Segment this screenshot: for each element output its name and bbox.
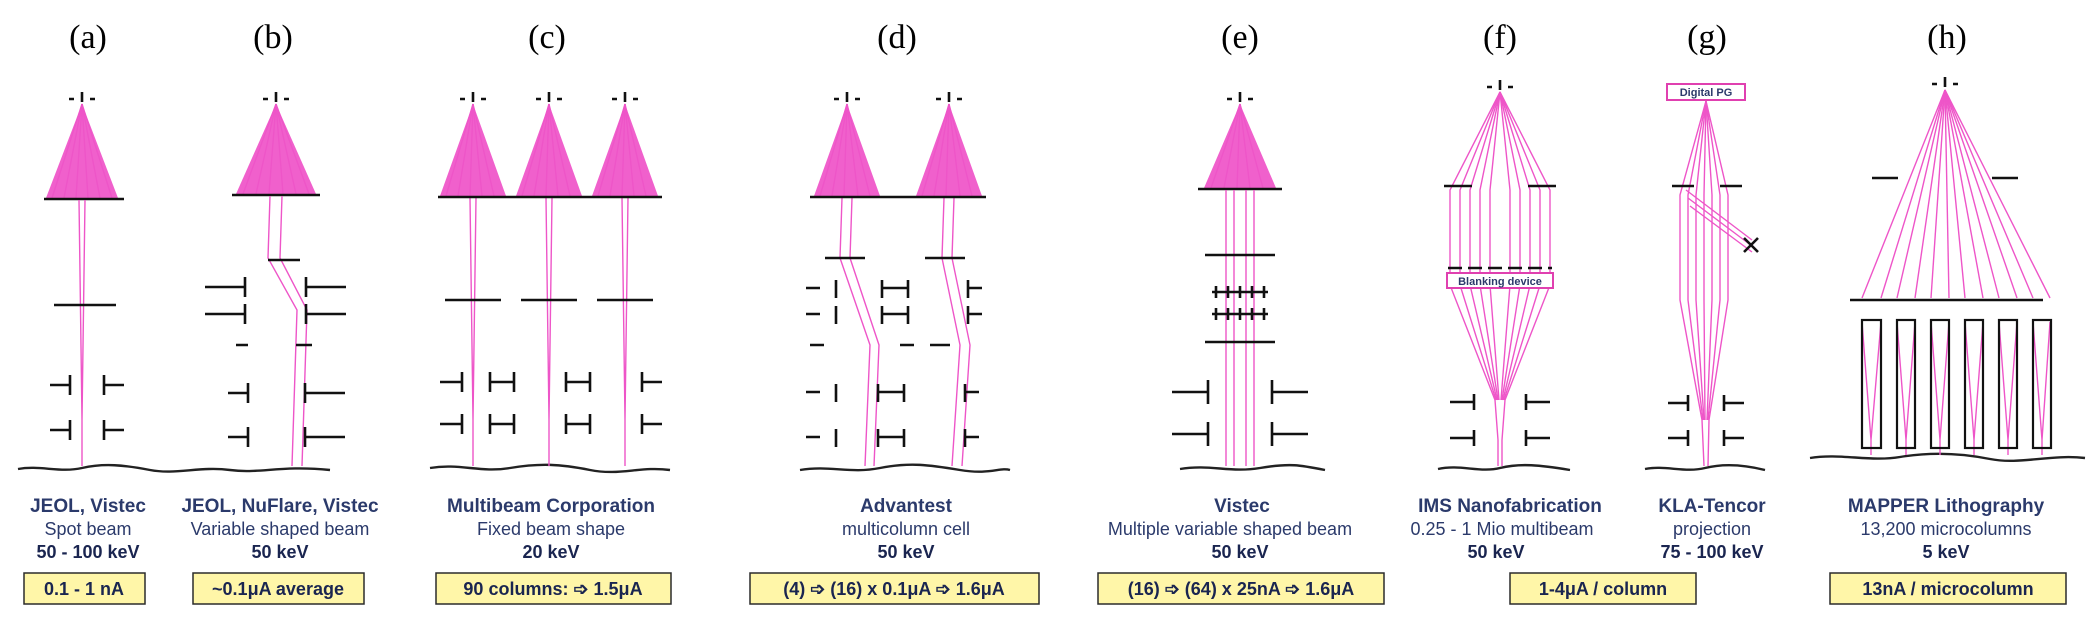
column-e bbox=[1172, 92, 1308, 466]
digital-pg-label-box bbox=[1666, 83, 1746, 101]
panel-d-current: (4) ➩ (16) x 0.1μA ➩ 1.6μA bbox=[783, 579, 1005, 599]
panel-a-current: 0.1 - 1 nA bbox=[44, 579, 124, 599]
wafer-e bbox=[1179, 463, 1326, 472]
panel-letter-a: (a) bbox=[69, 19, 107, 56]
panel-e-current: (16) ➩ (64) x 25nA ➩ 1.6μA bbox=[1128, 579, 1355, 599]
panel-h-current: 13nA / microcolumn bbox=[1862, 579, 2033, 599]
panel-b-current: ~0.1μA average bbox=[212, 579, 344, 599]
labels-d: Advantest multicolumn cell 50 keV (4) ➩ … bbox=[749, 496, 1040, 605]
panel-letter-h: (h) bbox=[1927, 19, 1967, 56]
panel-f-desc: 0.25 - 1 Mio multibeam bbox=[1410, 519, 1593, 539]
panel-h-kev: 5 keV bbox=[1922, 542, 1969, 562]
panel-b-current-box bbox=[192, 572, 365, 605]
beamlets-g bbox=[1679, 100, 1753, 467]
column-f: Blanking device bbox=[1444, 80, 1556, 466]
panel-f-kev: 50 keV bbox=[1467, 542, 1524, 562]
panel-d-name: Advantest bbox=[860, 496, 953, 517]
column-b bbox=[205, 92, 346, 467]
panel-letter-d: (d) bbox=[877, 19, 917, 56]
panel-fg-current-box bbox=[1509, 572, 1697, 605]
panel-a-name: JEOL, Vistec bbox=[30, 496, 146, 517]
panel-a-desc: Spot beam bbox=[44, 519, 131, 539]
panel-f-name: IMS Nanofabrication bbox=[1418, 496, 1602, 517]
panel-e-name: Vistec bbox=[1214, 496, 1270, 517]
panel-h-desc: 13,200 microcolumns bbox=[1860, 519, 2031, 539]
labels-e: Vistec Multiple variable shaped beam 50 … bbox=[1097, 496, 1385, 605]
panel-b-name: JEOL, NuFlare, Vistec bbox=[181, 496, 379, 517]
column-c-2 bbox=[516, 92, 582, 466]
panel-e-desc: Multiple variable shaped beam bbox=[1108, 519, 1352, 539]
blanking-device-label: Blanking device bbox=[1458, 276, 1542, 288]
column-a bbox=[44, 92, 124, 466]
column-d bbox=[806, 92, 986, 467]
panel-fg-current: 1-4μA / column bbox=[1539, 579, 1667, 599]
labels-b: JEOL, NuFlare, Vistec Variable shaped be… bbox=[181, 496, 379, 605]
wafer-g bbox=[1644, 463, 1766, 472]
panel-letter-c: (c) bbox=[528, 19, 566, 56]
panel-c-kev: 20 keV bbox=[522, 542, 579, 562]
wafer-d bbox=[799, 463, 1011, 473]
wafer-a-b bbox=[17, 463, 331, 473]
panel-h-current-box bbox=[1829, 572, 2067, 605]
column-d-2 bbox=[916, 92, 982, 467]
labels-c: Multibeam Corporation Fixed beam shape 2… bbox=[435, 496, 672, 605]
digital-pg-label: Digital PG bbox=[1680, 87, 1733, 99]
panel-e-kev: 50 keV bbox=[1211, 542, 1268, 562]
panel-letter-f: (f) bbox=[1483, 19, 1517, 56]
panel-c-current-box bbox=[435, 572, 672, 605]
labels-a: JEOL, Vistec Spot beam 50 - 100 keV 0.1 … bbox=[23, 496, 146, 605]
panel-g-kev: 75 - 100 keV bbox=[1660, 542, 1763, 562]
wafer-h bbox=[1809, 452, 2086, 463]
column-h bbox=[1850, 77, 2053, 455]
column-c-3 bbox=[592, 92, 658, 466]
panel-b-kev: 50 keV bbox=[251, 542, 308, 562]
beamlets-h bbox=[1861, 89, 2051, 455]
panel-letter-e: (e) bbox=[1221, 19, 1259, 56]
blanking-device-label-box bbox=[1446, 272, 1554, 289]
panel-d-kev: 50 keV bbox=[877, 542, 934, 562]
beamlets-f bbox=[1449, 91, 1551, 466]
panel-e-current-box bbox=[1097, 572, 1385, 605]
panel-a-current-box bbox=[23, 572, 146, 605]
wafer-f bbox=[1437, 463, 1571, 472]
panel-d-current-box bbox=[749, 572, 1040, 605]
panel-letter-b: (b) bbox=[253, 19, 293, 56]
panel-c-current: 90 columns: ➩ 1.5μA bbox=[463, 579, 642, 599]
panel-d-desc: multicolumn cell bbox=[842, 519, 970, 539]
panel-c-desc: Fixed beam shape bbox=[477, 519, 625, 539]
column-g: Digital PG bbox=[1666, 83, 1759, 467]
column-c-1 bbox=[440, 92, 506, 466]
panel-h-name: MAPPER Lithography bbox=[1848, 496, 2045, 517]
labels-h: MAPPER Lithography 13,200 microcolumns 5… bbox=[1829, 496, 2067, 605]
column-d-1 bbox=[814, 92, 880, 467]
panel-a-kev: 50 - 100 keV bbox=[36, 542, 139, 562]
panel-b-desc: Variable shaped beam bbox=[191, 519, 370, 539]
wafer-c bbox=[429, 463, 671, 474]
labels-f-g: IMS Nanofabrication 0.25 - 1 Mio multibe… bbox=[1410, 496, 1766, 605]
panel-letter-g: (g) bbox=[1687, 19, 1727, 56]
panel-g-name: KLA-Tencor bbox=[1658, 496, 1766, 517]
panel-c-name: Multibeam Corporation bbox=[447, 496, 655, 517]
panel-g-desc: projection bbox=[1673, 519, 1751, 539]
column-c bbox=[438, 92, 662, 466]
